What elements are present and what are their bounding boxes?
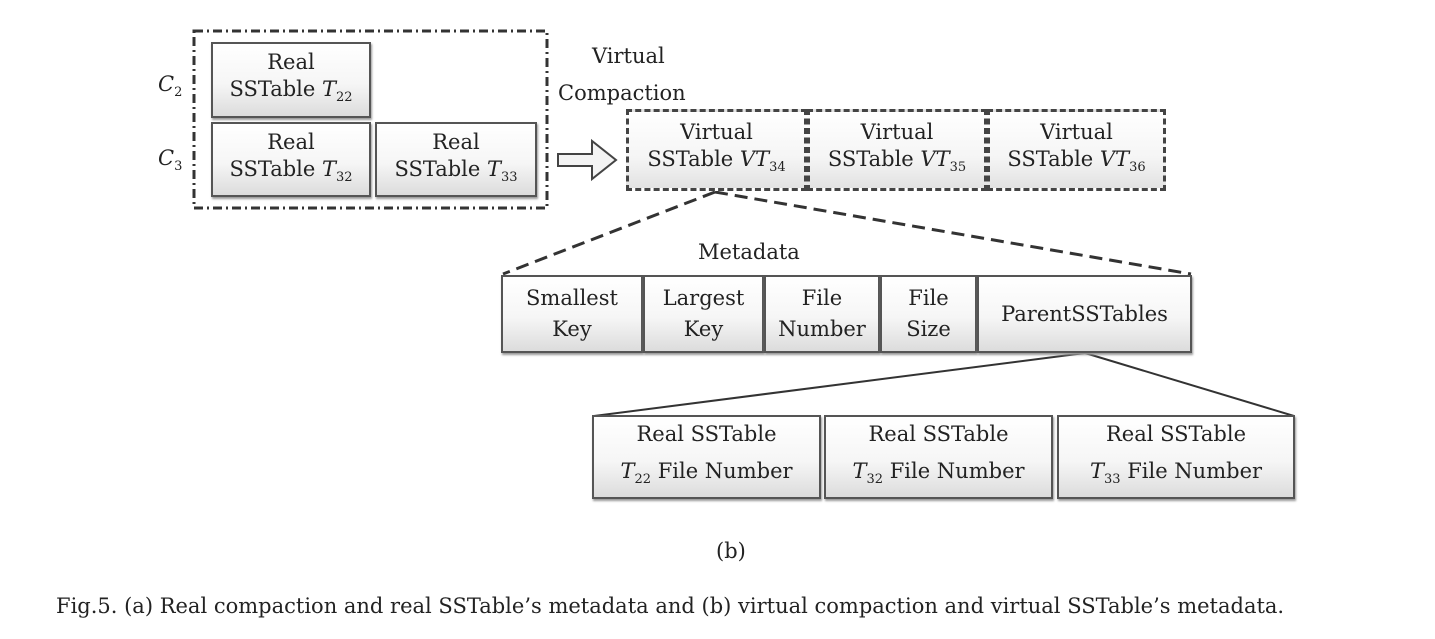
table-symbol: T [852,459,867,483]
level-symbol: C [158,146,175,170]
box-line: Real [267,129,315,154]
box-text: File Number [1127,459,1263,483]
table-subscript: 33 [1103,472,1121,487]
level-subscript: 3 [174,159,183,174]
box-line: SSTable VT35 [828,146,966,181]
box-line: Key [683,317,724,341]
box-line: Virtual [1040,120,1113,144]
box-line: File [801,286,843,310]
compaction-arrow [557,138,618,182]
box-text: SSTable [394,156,487,181]
box-line: Largest [662,286,745,310]
parent-sstable-t33: Real SSTable T33 File Number [1057,415,1295,499]
parent-sstable-t22: Real SSTable T22 File Number [592,415,821,499]
table-symbol: VT [920,147,950,171]
real-sstable-t32: Real SSTable T32 [211,122,371,197]
level-label-c3: C3 [158,146,182,174]
box-line: Real [267,50,315,74]
box-line: T33 File Number [1090,453,1262,498]
box-line: Key [552,317,592,341]
box-line: Virtual [860,120,934,144]
zoom-line-right [714,190,1192,276]
parent-line-right [1084,352,1295,417]
table-symbol: T [322,77,337,101]
virtual-compaction-label-line1: Virtual [592,44,665,68]
box-line: Real SSTable [868,422,1009,446]
parent-line-left [593,352,1086,417]
box-text: SSTable [827,147,921,171]
metadata-field-largest-key: Largest Key [643,275,764,353]
metadata-field-smallest-key: Smallest Key [501,275,643,353]
metadata-field-file-size: File Size [880,275,977,353]
box-line: SSTable T33 [394,156,517,191]
virtual-compaction-label-line2: Compaction [558,81,686,105]
zoom-line-left [502,190,716,276]
box-text: SSTable [229,156,322,181]
box-line: SSTable T22 [229,76,352,111]
real-sstable-t22: Real SSTable T22 [211,42,371,118]
table-subscript: 32 [336,169,353,185]
compaction-group-border [192,29,549,210]
box-line: SSTable VT34 [647,146,785,181]
box-line: SSTable T32 [229,156,352,191]
subfigure-label: (b) [716,539,746,563]
virtual-sstable-vt35: Virtual SSTable VT35 [807,109,987,191]
table-subscript: 22 [634,472,652,487]
box-line: ParentSSTables [1001,301,1168,326]
metadata-label: Metadata [698,240,800,264]
metadata-field-parent-sstables: ParentSSTables [977,275,1192,353]
box-text: SSTable [647,147,740,171]
box-line: File [908,286,949,310]
box-line: SSTable VT36 [1007,146,1145,181]
box-text: File Number [657,459,793,483]
box-line: Real [432,129,480,154]
level-subscript: 2 [174,85,183,100]
table-subscript: 34 [769,160,786,175]
table-symbol: VT [1099,147,1130,171]
box-text: File Number [889,459,1025,483]
box-line: Smallest [526,286,618,310]
box-text: SSTable [229,77,322,101]
metadata-field-file-number: File Number [764,275,880,353]
table-subscript: 36 [1129,160,1146,175]
table-subscript: 32 [866,472,884,487]
parent-sstable-t32: Real SSTable T32 File Number [824,415,1053,499]
real-sstable-t33: Real SSTable T33 [375,122,537,197]
box-line: Real SSTable [1105,422,1247,446]
box-line: Number [778,317,866,341]
table-subscript: 35 [949,160,967,175]
box-text: SSTable [1007,147,1100,171]
level-label-c2: C2 [158,72,182,100]
table-symbol: T [322,156,337,181]
figure-caption: Fig.5. (a) Real compaction and real SSTa… [56,594,1285,618]
box-line: Real SSTable [636,422,777,446]
table-symbol: VT [739,147,770,171]
box-line: T32 File Number [852,453,1024,498]
virtual-sstable-vt34: Virtual SSTable VT34 [626,109,807,191]
table-symbol: T [487,156,502,181]
virtual-sstable-vt36: Virtual SSTable VT36 [987,109,1166,191]
box-line: T22 File Number [620,453,792,498]
box-line: Size [906,317,951,341]
table-subscript: 33 [501,169,518,185]
table-symbol: T [620,459,635,483]
level-symbol: C [158,72,175,96]
box-line: Virtual [680,120,753,144]
table-subscript: 22 [336,90,353,105]
table-symbol: T [1089,459,1104,483]
